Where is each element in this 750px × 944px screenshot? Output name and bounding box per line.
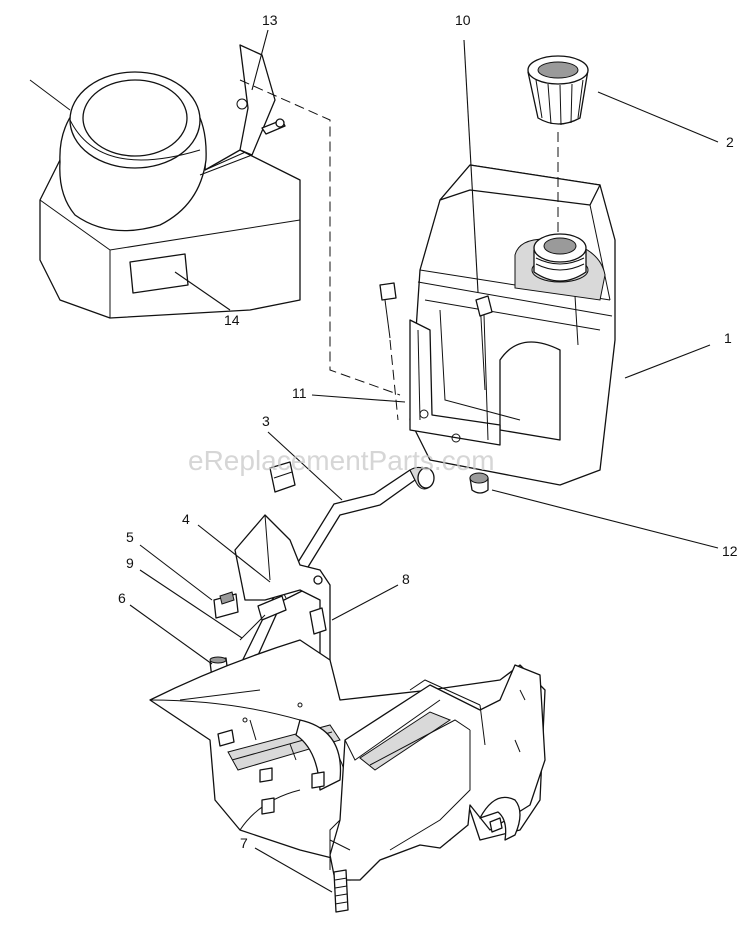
- bolt-align-dash: [389, 339, 399, 421]
- shutoff-valve: [213, 591, 239, 619]
- fuel-cap: [527, 55, 589, 126]
- grommet: [469, 472, 489, 494]
- callout-9: 9: [126, 555, 134, 571]
- callout-11: 11: [292, 385, 307, 401]
- fuel-tank: [409, 164, 616, 486]
- leader-lines: [129, 29, 719, 893]
- line-clamp: [239, 614, 266, 641]
- bracket-align-dash: [239, 79, 401, 396]
- callout-8: 8: [402, 571, 410, 587]
- callout-2: 2: [726, 134, 734, 150]
- side-plate: [329, 664, 546, 881]
- filler-neck: [531, 233, 589, 283]
- callout-4: 4: [182, 511, 190, 527]
- engine-housing: [29, 71, 301, 319]
- callout-7: 7: [240, 835, 248, 851]
- callout-3: 3: [262, 413, 270, 429]
- screw: [333, 869, 349, 913]
- callout-13: 13: [262, 12, 278, 28]
- callouts: 1 2 3 4 5 6 7 8 9 10 11 12 13 14: [118, 12, 738, 851]
- clip: [269, 461, 296, 493]
- callout-1: 1: [724, 330, 732, 346]
- callout-14: 14: [224, 312, 240, 328]
- watermark: eReplacementParts.com: [188, 445, 495, 476]
- decal: [129, 253, 189, 294]
- bracket: [199, 44, 286, 176]
- callout-12: 12: [722, 543, 738, 559]
- callout-5: 5: [126, 529, 134, 545]
- tank-bracket: [379, 282, 501, 446]
- callout-10: 10: [455, 12, 471, 28]
- callout-6: 6: [118, 590, 126, 606]
